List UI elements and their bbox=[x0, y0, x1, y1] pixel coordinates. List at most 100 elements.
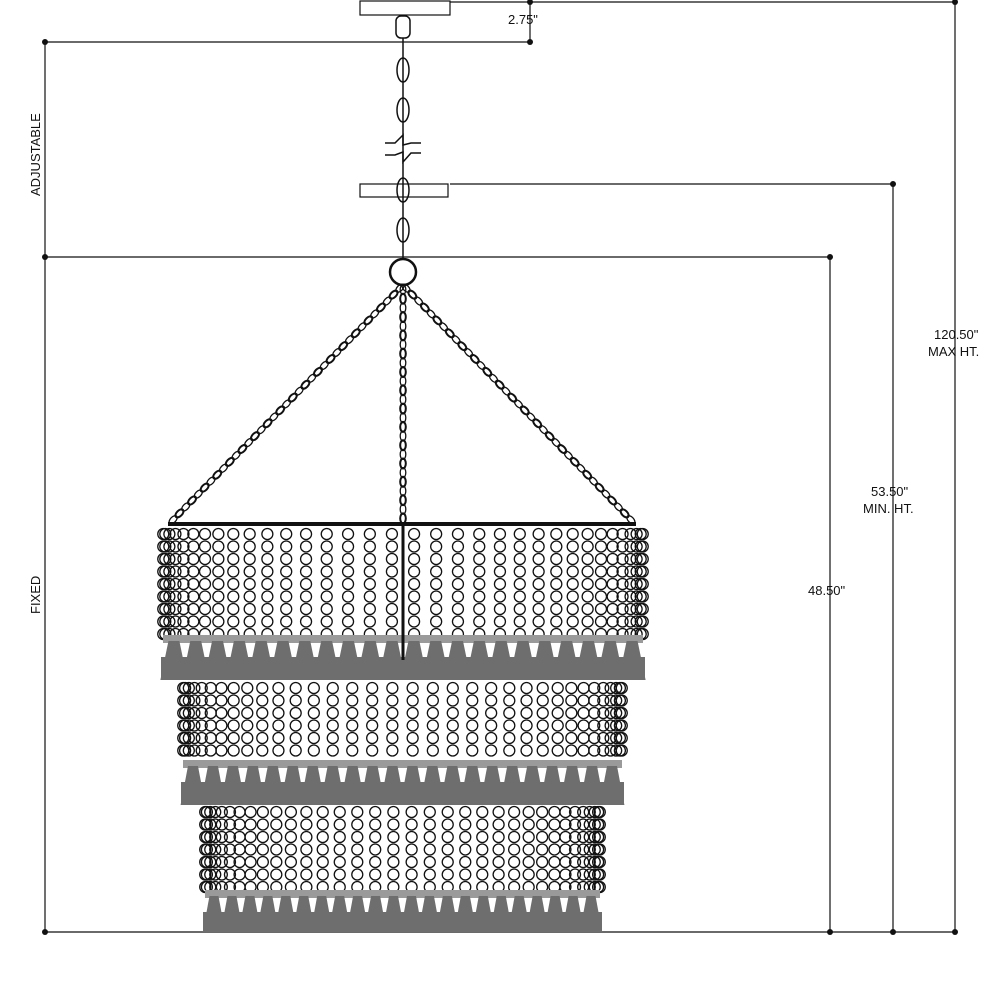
bead bbox=[244, 868, 257, 881]
bead bbox=[606, 577, 619, 591]
chain-link bbox=[588, 476, 599, 486]
bead bbox=[581, 615, 594, 628]
bead bbox=[215, 694, 228, 707]
chain-link bbox=[294, 386, 304, 396]
bead bbox=[473, 577, 486, 591]
bead bbox=[588, 719, 601, 732]
chain-link bbox=[576, 463, 586, 474]
bead bbox=[568, 805, 582, 819]
bead bbox=[624, 590, 637, 603]
chain-link bbox=[363, 315, 374, 326]
bead bbox=[492, 805, 505, 819]
bead bbox=[597, 694, 610, 707]
bead bbox=[215, 868, 228, 881]
bead bbox=[610, 681, 623, 695]
bead bbox=[316, 855, 329, 869]
fixed-label: FIXED bbox=[28, 576, 43, 614]
bead bbox=[466, 719, 479, 732]
bead bbox=[615, 731, 628, 745]
bead bbox=[597, 744, 610, 757]
bead bbox=[272, 681, 285, 695]
bead bbox=[577, 868, 590, 881]
bead bbox=[195, 681, 208, 695]
bead bbox=[177, 577, 190, 591]
bead bbox=[341, 565, 355, 578]
bead bbox=[326, 681, 339, 695]
bead bbox=[333, 805, 346, 819]
bead bbox=[385, 565, 399, 578]
bead bbox=[177, 615, 190, 628]
bead bbox=[385, 602, 399, 616]
bead bbox=[261, 540, 274, 553]
bead bbox=[473, 602, 486, 616]
bead bbox=[513, 615, 526, 628]
bead bbox=[493, 540, 507, 553]
bead bbox=[177, 527, 190, 541]
bead bbox=[198, 577, 212, 591]
bead bbox=[195, 694, 208, 707]
bead bbox=[473, 615, 486, 628]
bead bbox=[594, 565, 608, 578]
bead bbox=[565, 744, 578, 757]
bead bbox=[284, 830, 298, 844]
bead bbox=[565, 719, 578, 732]
bead bbox=[577, 694, 590, 707]
bead bbox=[577, 843, 590, 856]
bead bbox=[366, 744, 379, 757]
chain-link bbox=[401, 283, 411, 293]
bead bbox=[326, 706, 339, 720]
bead bbox=[223, 805, 237, 819]
chain-link bbox=[237, 443, 248, 455]
bead bbox=[507, 830, 521, 844]
bead bbox=[583, 818, 596, 831]
bead bbox=[320, 540, 333, 553]
bead bbox=[536, 719, 549, 732]
bead bbox=[363, 615, 376, 628]
bead bbox=[446, 706, 459, 720]
bead bbox=[473, 565, 486, 578]
bead bbox=[159, 540, 172, 553]
bead bbox=[289, 744, 302, 757]
bead bbox=[520, 694, 533, 707]
bead bbox=[159, 552, 172, 566]
bead bbox=[559, 830, 572, 844]
bead bbox=[363, 565, 376, 578]
bead bbox=[244, 843, 257, 856]
bead bbox=[493, 527, 507, 541]
bead bbox=[387, 855, 400, 869]
chain-link bbox=[544, 431, 555, 442]
bead bbox=[316, 818, 329, 831]
tier-2 bbox=[177, 681, 628, 805]
bead bbox=[333, 868, 346, 881]
bead bbox=[406, 744, 419, 757]
bead bbox=[223, 818, 237, 831]
bead bbox=[163, 590, 176, 603]
bead bbox=[520, 681, 533, 695]
bead bbox=[163, 552, 176, 566]
bead bbox=[616, 565, 629, 578]
bead bbox=[346, 744, 359, 757]
bead bbox=[320, 615, 333, 628]
bead bbox=[320, 577, 333, 591]
bead bbox=[532, 590, 545, 603]
bead bbox=[177, 565, 190, 578]
bead bbox=[606, 565, 619, 578]
bead bbox=[198, 552, 212, 566]
bead bbox=[227, 681, 240, 695]
chain-link bbox=[181, 502, 191, 512]
chain-link bbox=[307, 373, 317, 383]
bead bbox=[369, 855, 382, 869]
chain-link bbox=[513, 399, 524, 409]
bead bbox=[610, 719, 623, 732]
bead bbox=[341, 527, 355, 541]
bead bbox=[597, 731, 610, 745]
bead bbox=[387, 830, 400, 844]
bead bbox=[636, 615, 649, 628]
bead bbox=[223, 830, 237, 844]
bead bbox=[577, 805, 590, 819]
bead bbox=[551, 744, 564, 757]
bead bbox=[566, 552, 579, 566]
bead bbox=[550, 602, 563, 616]
bead bbox=[326, 744, 339, 757]
bead bbox=[593, 830, 606, 844]
